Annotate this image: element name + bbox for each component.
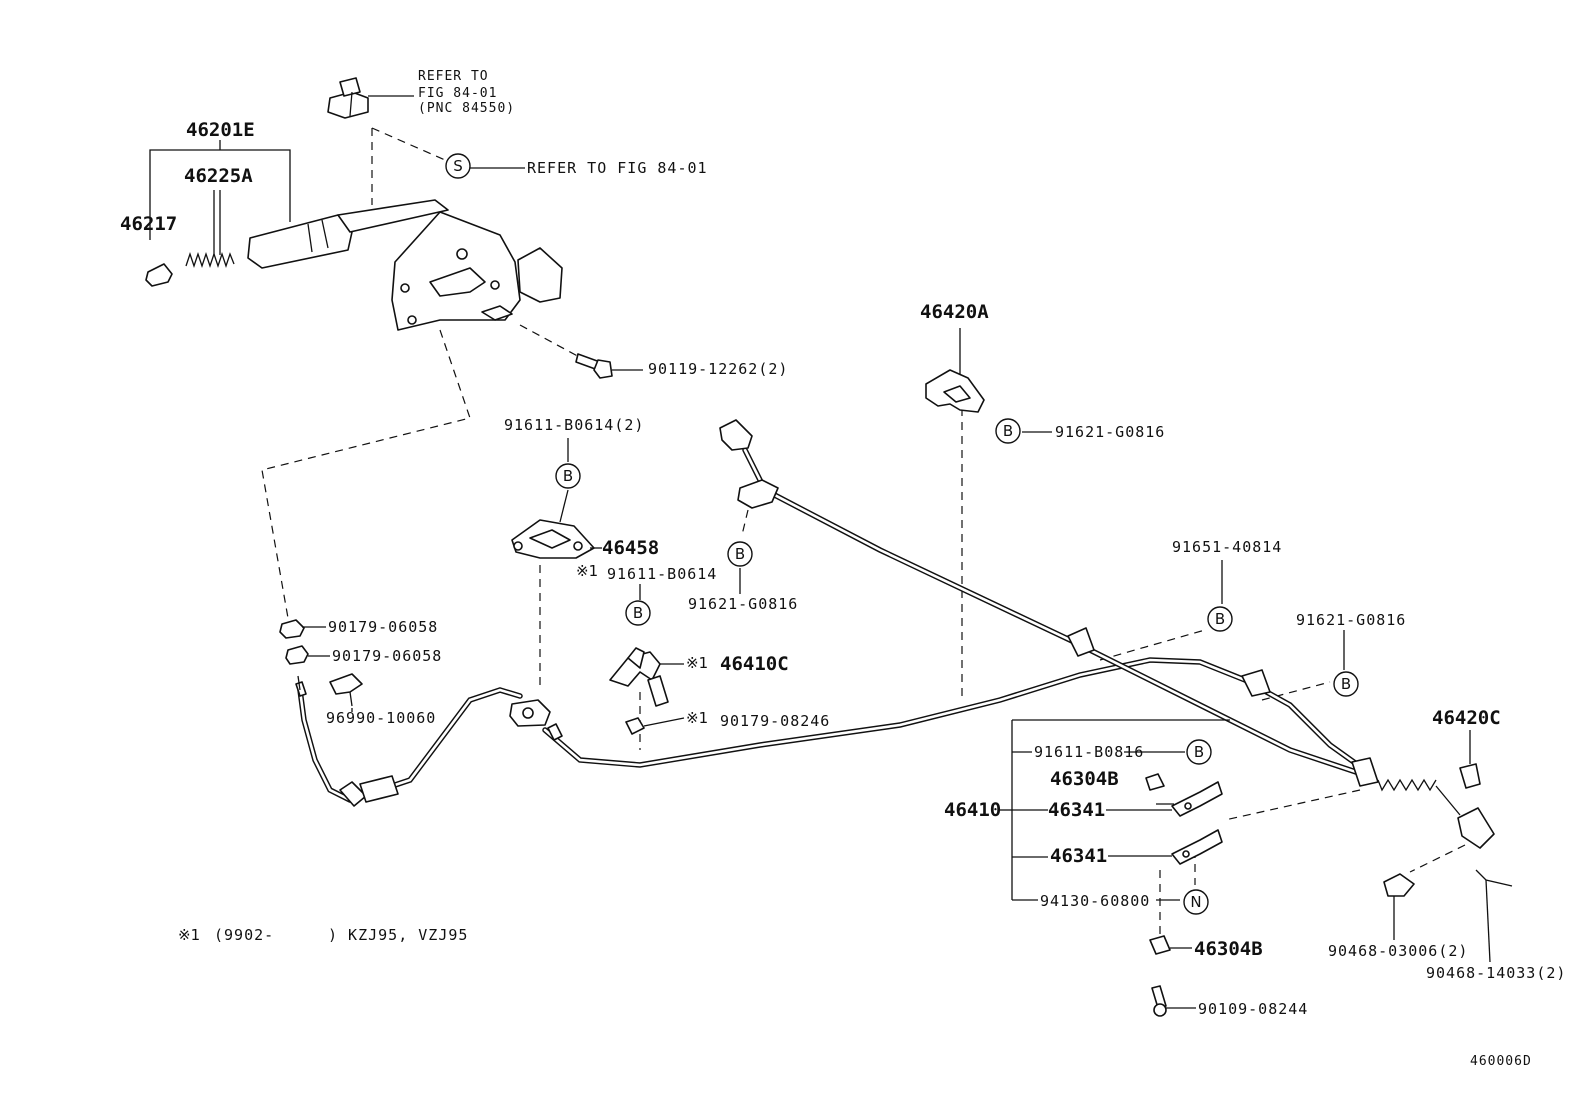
label-46420A: 46420A — [920, 301, 989, 323]
marker-b-text: B — [1194, 743, 1204, 761]
band-clip-icon — [1475, 869, 1513, 963]
assembly-dashed-lines — [261, 127, 1466, 935]
label-91611-B0614: 91611-B0614 — [607, 565, 717, 583]
label-46225A: 46225A — [184, 165, 253, 187]
brake-switch-icon — [327, 77, 369, 119]
label-46201E: 46201E — [186, 119, 255, 141]
diagram-id: 460006D — [1470, 1054, 1532, 1069]
rear-cable-end-icon — [1377, 778, 1495, 849]
label-91621-G0816-mid: 91621-G0816 — [688, 595, 798, 613]
label-90468-03006: 90468-03006(2) — [1328, 942, 1468, 960]
label-46420C: 46420C — [1432, 707, 1501, 729]
marker-s: S — [445, 153, 471, 179]
marker-s-text: S — [453, 157, 463, 175]
footnote-marker: ※1 — [178, 926, 200, 944]
clip-icon — [329, 673, 363, 707]
marker-b-text: B — [1003, 422, 1013, 440]
marker-b-text: B — [1341, 675, 1351, 693]
marker-b-3: B — [727, 541, 753, 567]
label-90109-08244: 90109-08244 — [1198, 1000, 1308, 1018]
spring-icon — [185, 251, 235, 269]
marker-b-text: B — [1215, 610, 1225, 628]
bracket-nut-icon — [625, 717, 645, 735]
note-marker-2: ※1 — [686, 654, 708, 672]
label-46341-top: 46341 — [1048, 799, 1105, 821]
leader-lines — [302, 95, 1345, 1009]
label-91621-G0816-right: 91621-G0816 — [1296, 611, 1406, 629]
callout-brackets-lever — [149, 140, 291, 255]
marker-b-text: B — [563, 467, 573, 485]
marker-b-1: B — [555, 463, 581, 489]
cable-bracket-icon — [609, 647, 669, 707]
label-46341-bot: 46341 — [1050, 845, 1107, 867]
parking-brake-lever-icon — [247, 199, 563, 331]
label-91651-40814: 91651-40814 — [1172, 538, 1282, 556]
label-90179-06058-a: 90179-06058 — [328, 618, 438, 636]
label-46304B-top: 46304B — [1050, 768, 1119, 790]
cable-adjuster-icon — [295, 675, 399, 807]
marker-b-6: B — [1333, 671, 1359, 697]
label-91611-B0614-2: 91611-B0614(2) — [504, 416, 644, 434]
label-46304B-bot: 46304B — [1194, 938, 1263, 960]
label-46217: 46217 — [120, 213, 177, 235]
label-90179-08246: 90179-08246 — [720, 712, 830, 730]
cable-bracket-group-icon — [1145, 773, 1223, 1017]
label-refer-to-line1: REFER TO — [418, 69, 489, 84]
marker-b-7: B — [1186, 739, 1212, 765]
nut-icon — [279, 619, 309, 665]
cable-clamps-icon — [1067, 627, 1379, 787]
marker-b-text: B — [735, 545, 745, 563]
label-refer-to-fig: REFER TO FIG 84-01 — [527, 159, 708, 177]
label-refer-to-line3: (PNC 84550) — [418, 101, 515, 116]
retainer-clip-icon — [1383, 873, 1415, 940]
label-refer-to-line2: FIG 84-01 — [418, 86, 497, 101]
marker-n-text: N — [1190, 893, 1201, 911]
note-marker-1: ※1 — [576, 562, 598, 580]
marker-b-4: B — [995, 418, 1021, 444]
label-46458: 46458 — [602, 537, 659, 559]
label-90119-12262: 90119-12262(2) — [648, 360, 788, 378]
label-46410: 46410 — [944, 799, 1001, 821]
grommet-plate-icon — [511, 519, 595, 559]
label-91611-B0816: 91611-B0816 — [1034, 743, 1144, 761]
marker-b-5: B — [1207, 606, 1233, 632]
note-marker-3: ※1 — [686, 709, 708, 727]
label-90179-06058-b: 90179-06058 — [332, 647, 442, 665]
marker-n: N — [1183, 889, 1209, 915]
label-90468-14033: 90468-14033(2) — [1426, 964, 1566, 982]
bolt-icon — [575, 353, 643, 379]
footnote-models: ) KZJ95, VZJ95 — [328, 926, 468, 944]
label-46410C: 46410C — [720, 653, 789, 675]
plug-icon — [1459, 730, 1481, 789]
part-labels: REFER TO FIG 84-01 (PNC 84550) 46201E 46… — [120, 69, 1566, 1069]
marker-b-text: B — [633, 604, 643, 622]
marker-b-2: B — [625, 600, 651, 626]
callout-brackets-46410 — [1000, 719, 1230, 901]
label-91621-G0816-top: 91621-G0816 — [1055, 423, 1165, 441]
cable-holder-icon — [509, 699, 563, 741]
release-knob-icon — [145, 263, 173, 287]
cable-clamp-top-icon — [925, 369, 985, 413]
label-96990-10060: 96990-10060 — [326, 709, 436, 727]
cable-end-top-icon — [719, 419, 779, 509]
footnote-code: (9902- — [214, 926, 274, 944]
label-94130-60800: 94130-60800 — [1040, 892, 1150, 910]
